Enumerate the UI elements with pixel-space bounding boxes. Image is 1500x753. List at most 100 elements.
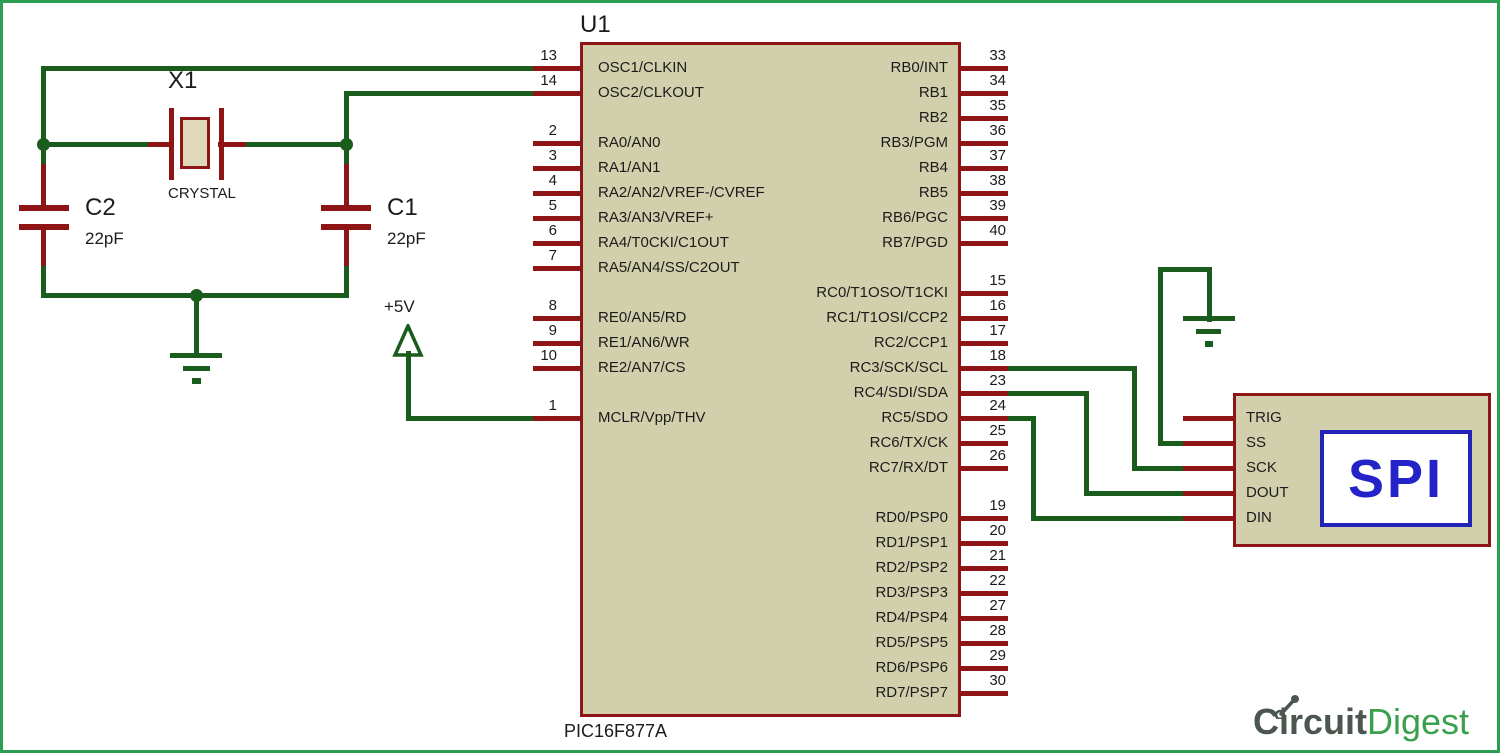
pin-number: 14: [540, 72, 557, 89]
pin-stub: [960, 241, 1008, 246]
pin-number: 19: [989, 497, 1006, 514]
pin-label: RE2/AN7/CS: [598, 359, 686, 376]
ic-body: [580, 42, 961, 717]
pin-stub: [960, 66, 1008, 71]
ic-part-number: PIC16F877A: [564, 721, 668, 741]
wire-xtal-left: [41, 142, 151, 147]
pin-stub: [960, 166, 1008, 171]
wire-gnd-drop-left: [194, 293, 199, 356]
pin-label: RC5/SDO: [881, 409, 948, 426]
pin-number: 15: [989, 272, 1006, 289]
pin-stub: [960, 91, 1008, 96]
pin-stub: [960, 116, 1008, 121]
logo-text-circuit: Circuit: [1253, 701, 1368, 742]
c1-lead-bottom: [344, 229, 349, 266]
pin-label: RC3/SCK/SCL: [849, 359, 948, 376]
pin-number: 3: [548, 147, 557, 164]
power-arrow-icon: [392, 324, 424, 357]
pin-label: RE1/AN6/WR: [598, 334, 690, 351]
pin-number: 28: [989, 622, 1006, 639]
wire-dout-v: [1084, 391, 1089, 496]
pin-stub: [960, 141, 1008, 146]
spi-pin-label: SCK: [1246, 459, 1277, 476]
pin-stub: [960, 591, 1008, 596]
pin-stub: [533, 141, 581, 146]
wire-sck-v: [1132, 366, 1137, 471]
spi-pin-stub: [1183, 491, 1233, 496]
pin-number: 33: [989, 47, 1006, 64]
wire-c1-top-green: [344, 142, 349, 170]
pin-label: RB0/INT: [890, 59, 948, 76]
c2-lead-bottom: [41, 229, 46, 266]
crystal-body: [180, 117, 210, 169]
pin-number: 34: [989, 72, 1006, 89]
wire-5v-drop: [406, 351, 411, 421]
pin-label: RA5/AN4/SS/C2OUT: [598, 259, 740, 276]
pin-label: RE0/AN5/RD: [598, 309, 687, 326]
logo-text-digest: Digest: [1367, 701, 1470, 742]
pin-label: RB1: [918, 84, 948, 101]
pin-label: RA0/AN0: [598, 134, 661, 151]
wire-ss-gnd-v: [1158, 267, 1163, 446]
pin-number: 38: [989, 172, 1006, 189]
wire-c2-bot-green: [41, 264, 46, 298]
pin-number: 30: [989, 672, 1006, 689]
wire-osc2-drop: [344, 91, 349, 149]
pin-stub: [533, 191, 581, 196]
crystal-ref: X1: [168, 67, 198, 94]
capacitor-c2-plate: [19, 205, 69, 211]
pin-number: 18: [989, 347, 1006, 364]
pin-label: RB4: [918, 159, 948, 176]
pin-label: RC2/CCP1: [873, 334, 948, 351]
wire-osc1-rail: [41, 66, 535, 71]
crystal-plate: [169, 108, 174, 180]
pin-label: RC1/T1OSI/CCP2: [826, 309, 948, 326]
pin-stub: [960, 641, 1008, 646]
wire-ss-h: [1158, 441, 1186, 446]
pin-label: RD3/PSP3: [875, 584, 948, 601]
crystal-lead-right: [218, 142, 246, 147]
ground-icon: [192, 378, 201, 384]
pin-label: MCLR/Vpp/THV: [598, 409, 706, 426]
junction-dot: [190, 289, 203, 302]
pin-number: 20: [989, 522, 1006, 539]
pin-number: 16: [989, 297, 1006, 314]
pin-number: 35: [989, 97, 1006, 114]
crystal-plate: [219, 108, 224, 180]
pin-number: 39: [989, 197, 1006, 214]
wire-left-drop: [41, 66, 46, 149]
spi-pin-stub: [1183, 441, 1233, 446]
ground-icon: [1183, 316, 1235, 321]
pin-number: 37: [989, 147, 1006, 164]
pin-stub: [533, 166, 581, 171]
pin-stub: [533, 366, 581, 371]
pin-stub: [960, 516, 1008, 521]
crystal-label: CRYSTAL: [168, 185, 236, 202]
pin-label: RD1/PSP1: [875, 534, 948, 551]
pin-stub: [960, 391, 1008, 396]
pin-stub: [960, 191, 1008, 196]
pin-label: RA4/T0CKI/C1OUT: [598, 234, 729, 251]
pin-stub: [960, 366, 1008, 371]
pin-number: 4: [548, 172, 557, 189]
wire-din-h2: [1031, 516, 1186, 521]
pin-number: 1: [548, 397, 557, 414]
pin-number: 40: [989, 222, 1006, 239]
pin-stub: [960, 316, 1008, 321]
spi-inner-box: SPI: [1320, 430, 1472, 527]
pin-stub: [533, 216, 581, 221]
pin-label: RC6/TX/CK: [869, 434, 948, 451]
pin-label: RB7/PGD: [882, 234, 948, 251]
wire-dout-h2: [1084, 491, 1186, 496]
pin-number: 5: [548, 197, 557, 214]
pin-number: 7: [548, 247, 557, 264]
wire-gnd-drop-right: [1207, 267, 1212, 322]
wire-xtal-right: [243, 142, 349, 147]
pin-label: RA2/AN2/VREF-/CVREF: [598, 184, 765, 201]
ground-icon: [1196, 329, 1221, 334]
pin-stub: [533, 266, 581, 271]
wire-din-h1: [1008, 416, 1035, 421]
wire-sck-h1: [1008, 366, 1136, 371]
junction-dot: [340, 138, 353, 151]
